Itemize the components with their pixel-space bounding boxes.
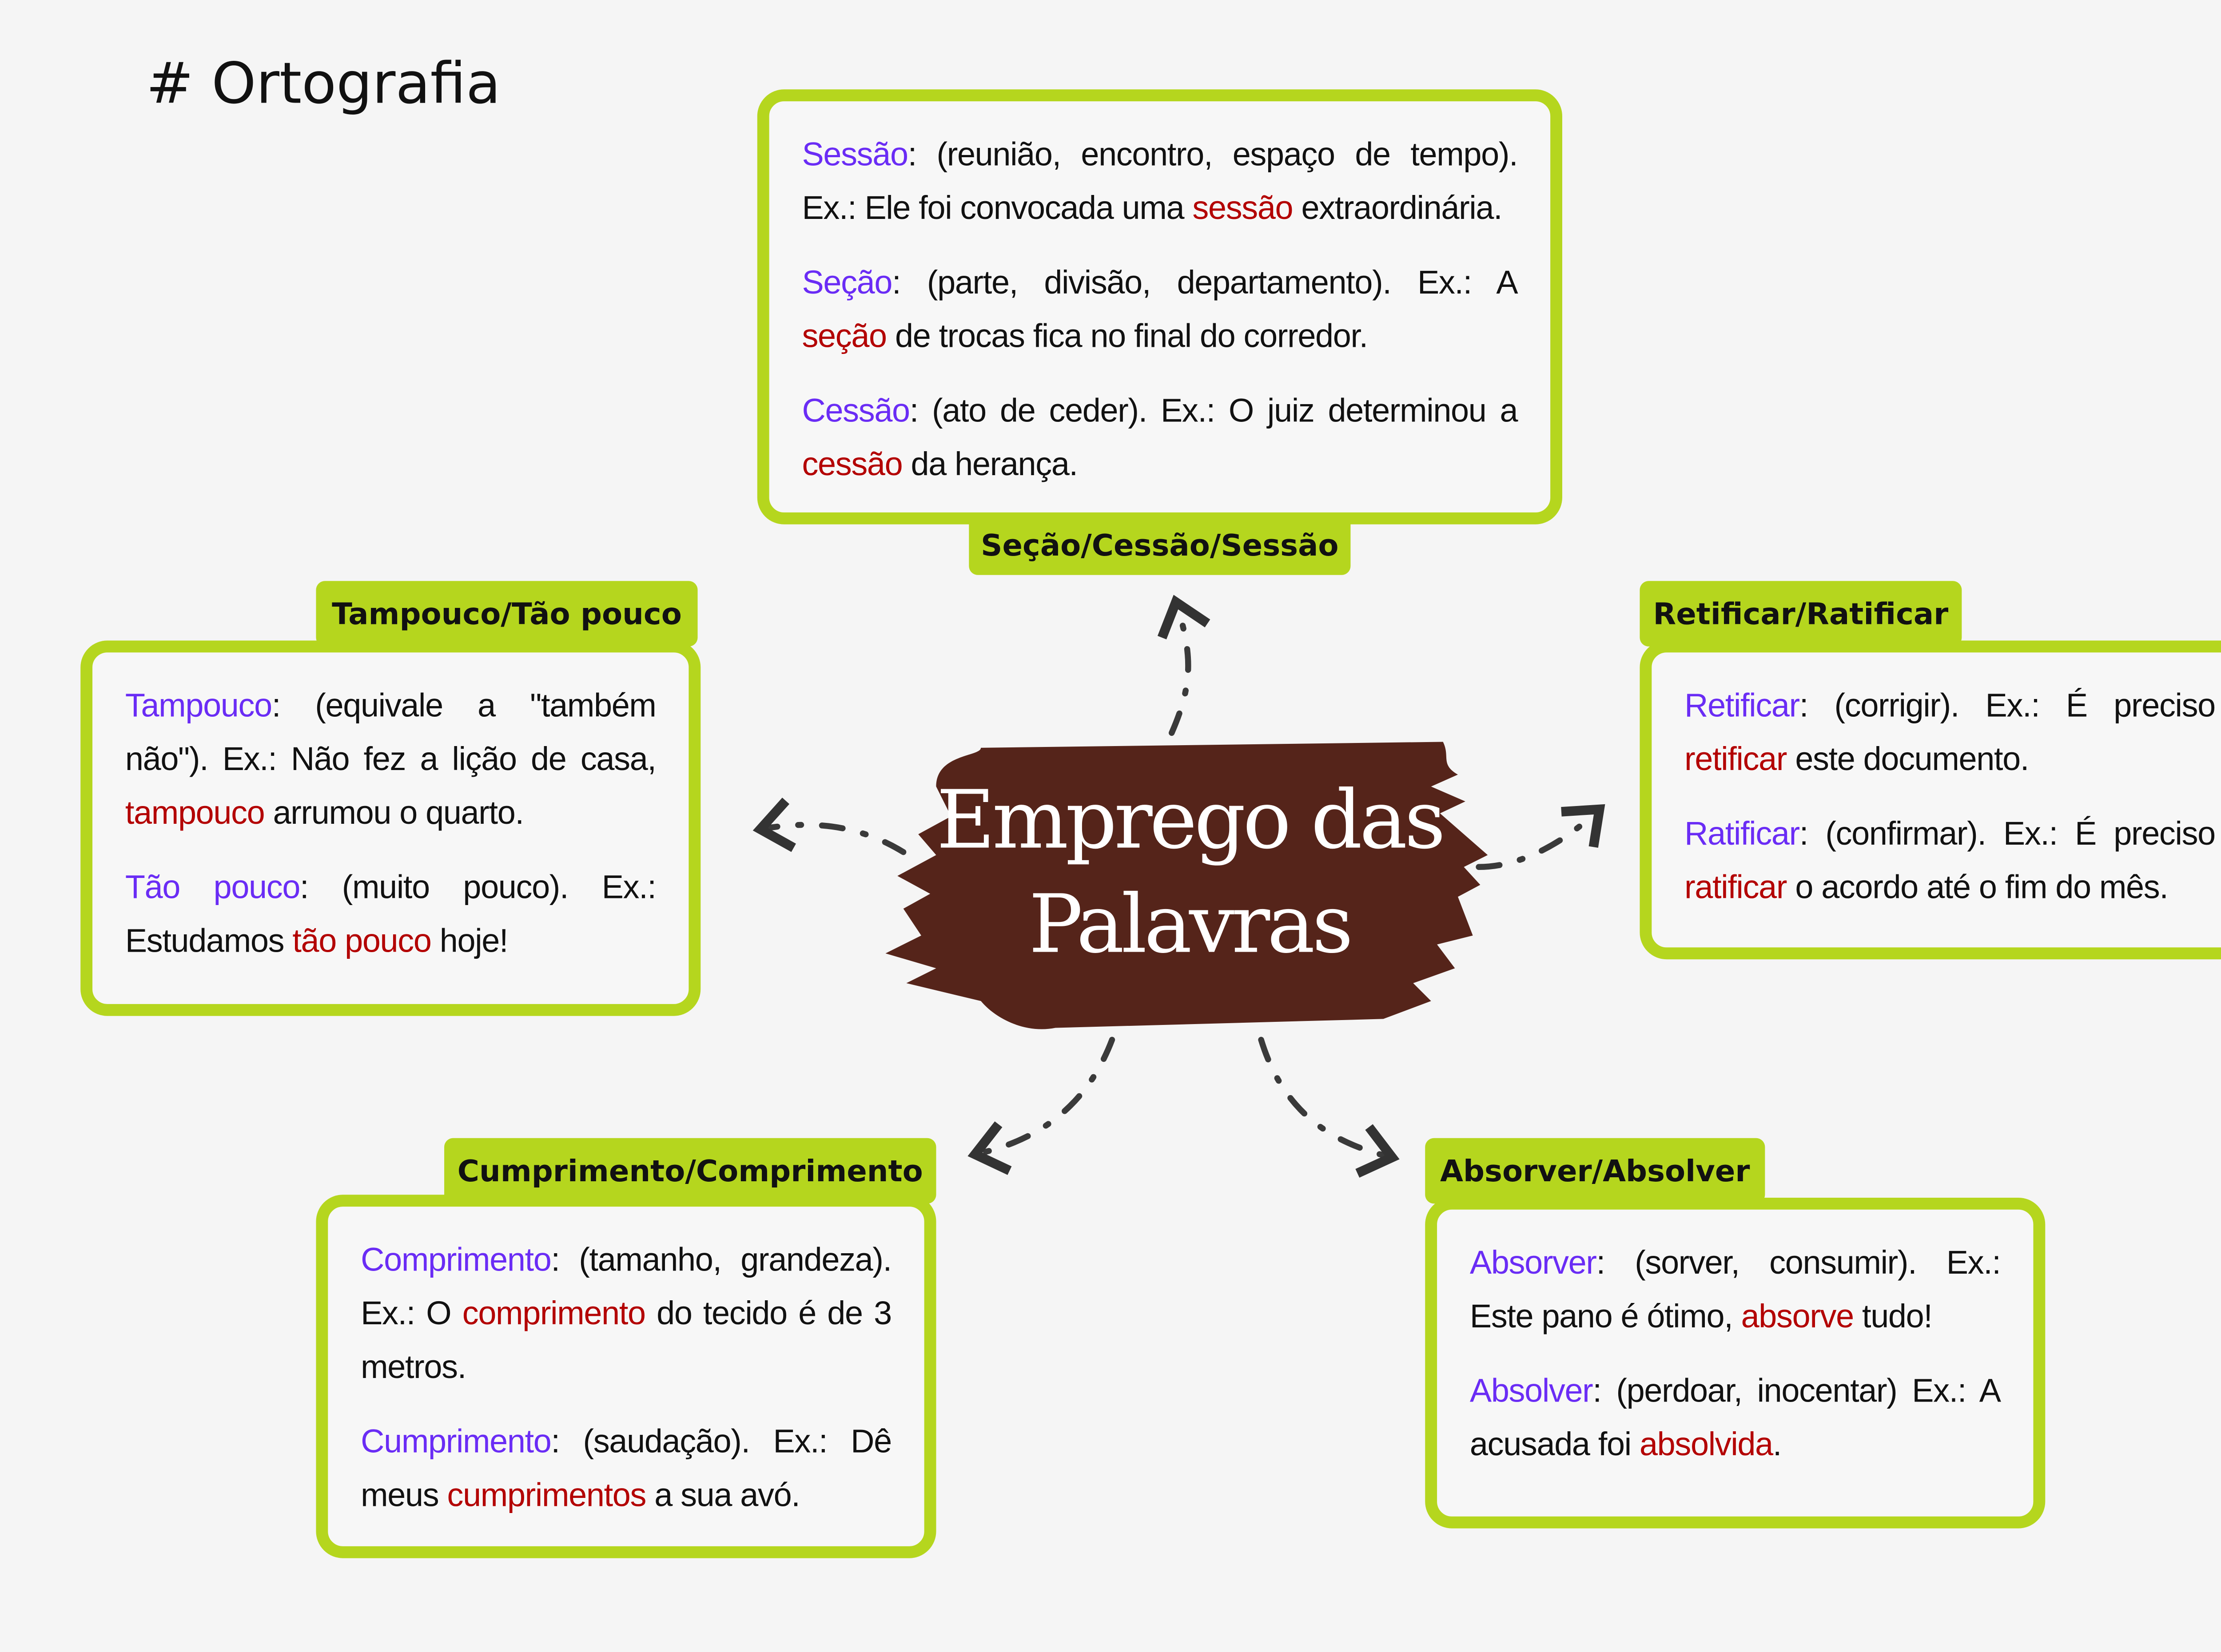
definition-paragraph: Ratificar: (confirmar). Ex.: É preciso r… (1684, 807, 2216, 915)
card-tampouco-tao-pouco: Tampouco: (equivale a "também não"). Ex.… (80, 640, 701, 1016)
definition-text: de trocas fica no final do corredor. (886, 317, 1368, 355)
definition-paragraph: Absolver: (perdoar, inocentar) Ex.: A ac… (1470, 1365, 2001, 1472)
term-word: Sessão (802, 135, 908, 173)
term-word: Comprimento (361, 1241, 552, 1279)
definition-text: : (tamanho, grandeza). Ex.: O (361, 1241, 892, 1332)
definition-paragraph: Comprimento: (tamanho, grandeza). Ex.: O… (361, 1233, 892, 1394)
definition-paragraph: Sessão: (reunião, encontro, espaço de te… (802, 128, 1518, 235)
term-word: Absolver (1469, 1372, 1593, 1410)
example-word: sessão (1192, 189, 1293, 226)
definition-text: da herança. (902, 445, 1079, 483)
label-secao-cessao-sessao: Seção/Cessão/Sessão (969, 515, 1351, 575)
definition-text: : (sorver, consumir). Ex.: Este pano é ó… (1469, 1243, 2001, 1335)
central-topic-brush (885, 742, 1488, 1029)
definition-text: : (parte, divisão, departamento). Ex.: A (892, 263, 1518, 301)
term-word: Ratificar (1684, 814, 1800, 852)
definition-text: do tecido é de 3 metros. (361, 1294, 892, 1386)
definition-paragraph: Cumprimento: (saudação). Ex.: Dê meus cu… (361, 1415, 892, 1523)
card-cumprimento-comprimento: Comprimento: (tamanho, grandeza). Ex.: O… (316, 1195, 936, 1558)
definition-text: : (perdoar, inocentar) Ex.: A acusada fo… (1469, 1372, 2001, 1463)
term-word: Absorver (1469, 1243, 1597, 1281)
definition-paragraph: Tão pouco: (muito pouco). Ex.: Estudamos… (125, 861, 657, 969)
label-absorver-absolver: Absorver/Absolver (1425, 1138, 1765, 1204)
central-topic: Emprego das Palavras (876, 769, 1502, 977)
definition-text: : (muito pouco). Ex.: Estudamos (125, 868, 657, 960)
definition-text: extraordinária. (1293, 189, 1502, 226)
example-word: retificar (1684, 740, 1787, 778)
definition-text: : (saudação). Ex.: Dê meus (361, 1422, 892, 1514)
arrow-left (752, 798, 907, 855)
definition-text: : (equivale a "também não"). Ex.: Não fe… (125, 687, 657, 778)
term-word: Cessão (802, 392, 910, 429)
label-retificar-ratificar: Retificar/Ratificar (1640, 581, 1962, 647)
definition-text: : (reunião, encontro, espaço de tempo). … (802, 135, 1518, 226)
term-word: Retificar (1684, 687, 1800, 724)
card-retificar-ratificar: Retificar: (corrigir). Ex.: É preciso re… (1640, 640, 2221, 960)
example-word: absorve (1741, 1297, 1855, 1335)
definition-text: o acordo até o fim do mês. (1787, 868, 2169, 906)
example-word: ratificar (1684, 868, 1787, 906)
arrow-right (1476, 804, 1605, 870)
definition-paragraph: Cessão: (ato de ceder). Ex.: O juiz dete… (802, 384, 1518, 492)
arrow-bottom-left (967, 1036, 1115, 1175)
central-topic-line2: Palavras (1028, 877, 1353, 972)
definition-text: : (corrigir). Ex.: É preciso (1799, 687, 2216, 724)
definition-text: : (confirmar). Ex.: É preciso (1799, 814, 2216, 852)
definition-paragraph: Absorver: (sorver, consumir). Ex.: Este … (1470, 1236, 2001, 1344)
definition-text: este documento. (1787, 740, 2029, 778)
central-topic-line1: Emprego das (936, 773, 1446, 867)
example-word: tampouco (125, 794, 265, 831)
definition-text: . (1772, 1426, 1782, 1463)
term-word: Tão pouco (125, 868, 301, 906)
definition-text: arrumou o quarto. (264, 794, 524, 831)
example-word: seção (802, 317, 887, 355)
example-word: absolvida (1639, 1426, 1773, 1463)
example-word: cessão (802, 445, 903, 483)
term-word: Tampouco (125, 687, 272, 724)
definition-paragraph: Seção: (parte, divisão, departamento). E… (802, 256, 1518, 364)
term-word: Seção (802, 263, 892, 301)
term-word: Cumprimento (361, 1422, 552, 1460)
card-absorver-absolver: Absorver: (sorver, consumir). Ex.: Este … (1425, 1197, 2046, 1529)
arrow-bottom-right (1258, 1036, 1400, 1178)
label-tampouco-tao-pouco: Tampouco/Tão pouco (316, 581, 698, 647)
example-word: comprimento (462, 1294, 646, 1332)
definition-paragraph: Tampouco: (equivale a "também não"). Ex.… (125, 679, 657, 840)
example-word: cumprimentos (447, 1476, 647, 1514)
example-word: tão pouco (292, 922, 432, 960)
definition-paragraph: Retificar: (corrigir). Ex.: É preciso re… (1684, 679, 2216, 787)
label-cumprimento-comprimento: Cumprimento/Comprimento (444, 1138, 936, 1204)
card-secao-cessao-sessao: Sessão: (reunião, encontro, espaço de te… (757, 89, 1562, 524)
page-title: # Ortografia (146, 51, 501, 116)
definition-text: hoje! (431, 922, 509, 960)
definition-text: tudo! (1853, 1297, 1933, 1335)
definition-text: a sua avó. (646, 1476, 800, 1514)
definition-text: : (ato de ceder). Ex.: O juiz determinou… (909, 392, 1518, 429)
arrow-top (1157, 595, 1210, 736)
